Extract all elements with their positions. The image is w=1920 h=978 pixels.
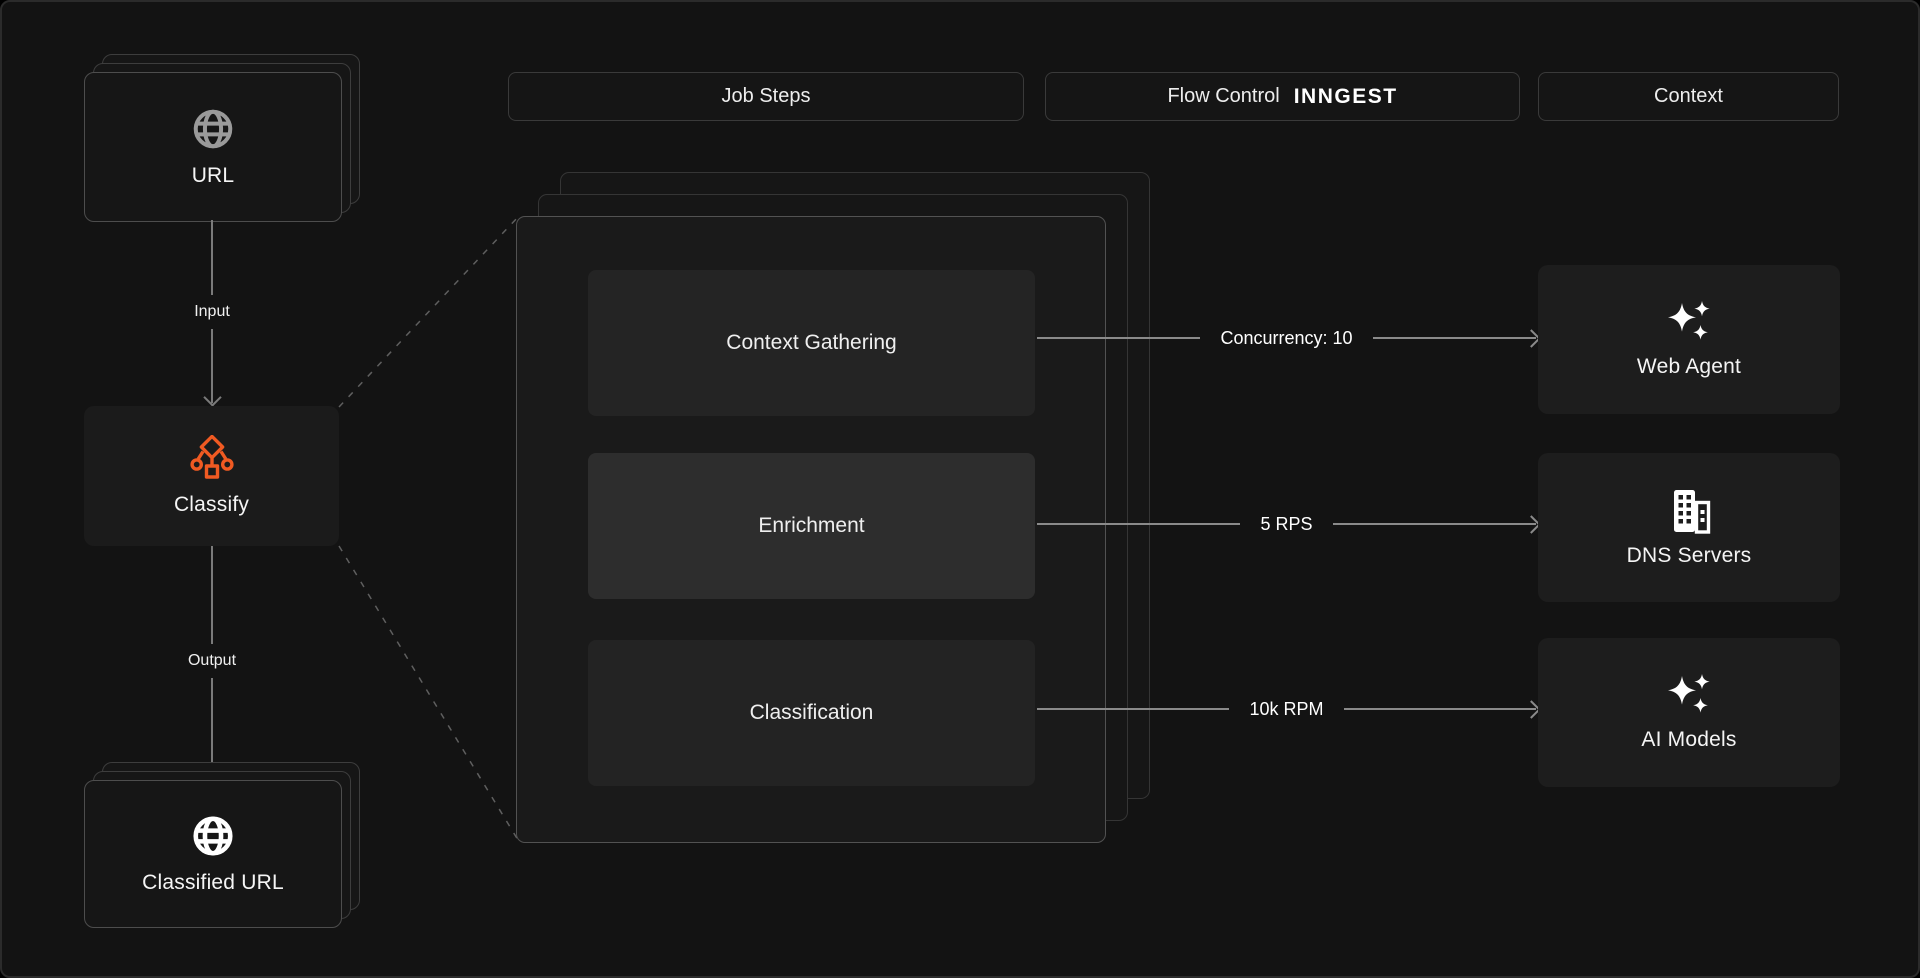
classify-tree-icon xyxy=(186,435,238,483)
context-node-dns-servers: DNS Servers xyxy=(1538,453,1840,602)
arrow-concurrency-label: Concurrency: 10 xyxy=(1220,327,1353,348)
arrow-line xyxy=(1372,337,1537,339)
inngest-logo: INNGEST xyxy=(1293,84,1398,108)
globe-icon xyxy=(190,106,236,152)
context-node-dns-servers-label: DNS Servers xyxy=(1626,543,1752,567)
input-arrow-line xyxy=(211,328,213,403)
url-node-label: URL xyxy=(191,164,235,187)
step-enrichment-label: Enrichment xyxy=(758,514,865,537)
arrow-down-icon xyxy=(202,388,222,407)
classify-node-label: Classify xyxy=(173,493,250,516)
globe-icon xyxy=(190,813,236,859)
building-icon xyxy=(1665,488,1713,534)
context-node-web-agent-label: Web Agent xyxy=(1636,354,1742,378)
context-node-web-agent: Web Agent xyxy=(1538,265,1840,414)
arrow-line xyxy=(1343,708,1536,710)
context-node-ai-models-label: AI Models xyxy=(1641,727,1737,751)
header-job-steps-label: Job Steps xyxy=(721,85,811,107)
header-job-steps: Job Steps xyxy=(508,72,1024,121)
output-arrow: Output xyxy=(172,546,252,779)
header-context: Context xyxy=(1538,72,1839,121)
output-arrow-line xyxy=(211,546,213,644)
step-classification: Classification xyxy=(588,640,1035,786)
arrow-rps: 5 RPS xyxy=(1037,512,1541,536)
step-context-gathering-label: Context Gathering xyxy=(726,331,897,354)
url-node: URL xyxy=(84,72,342,222)
input-arrow-line xyxy=(211,220,213,295)
output-arrow-line xyxy=(211,677,213,775)
arrow-rps-label: 5 RPS xyxy=(1260,513,1313,534)
step-context-gathering: Context Gathering xyxy=(588,270,1035,416)
input-arrow-label: Input xyxy=(194,302,230,320)
classified-url-node: Classified URL xyxy=(84,780,342,928)
output-arrow-label: Output xyxy=(187,651,237,669)
classified-url-node-label: Classified URL xyxy=(142,871,284,894)
job-card: Context Gathering Enrichment Classificat… xyxy=(516,216,1106,843)
arrow-concurrency: Concurrency: 10 xyxy=(1037,326,1541,350)
arrow-line xyxy=(1037,337,1201,339)
arrow-rpm: 10k RPM xyxy=(1037,697,1541,721)
arrow-line xyxy=(1037,708,1230,710)
step-enrichment: Enrichment xyxy=(588,453,1035,599)
context-node-ai-models: AI Models xyxy=(1538,638,1840,787)
header-context-label: Context xyxy=(1654,85,1723,107)
arrow-line xyxy=(1332,523,1536,525)
step-classification-label: Classification xyxy=(749,701,874,724)
input-arrow: Input xyxy=(172,220,252,407)
header-flow-control: Flow Control INNGEST xyxy=(1045,72,1520,121)
sparkles-icon xyxy=(1664,673,1714,718)
header-flow-control-label: Flow Control xyxy=(1167,85,1280,107)
arrow-rpm-label: 10k RPM xyxy=(1249,698,1324,719)
classify-node: Classify xyxy=(84,406,339,546)
sparkles-icon xyxy=(1664,300,1714,345)
arrow-line xyxy=(1037,523,1241,525)
